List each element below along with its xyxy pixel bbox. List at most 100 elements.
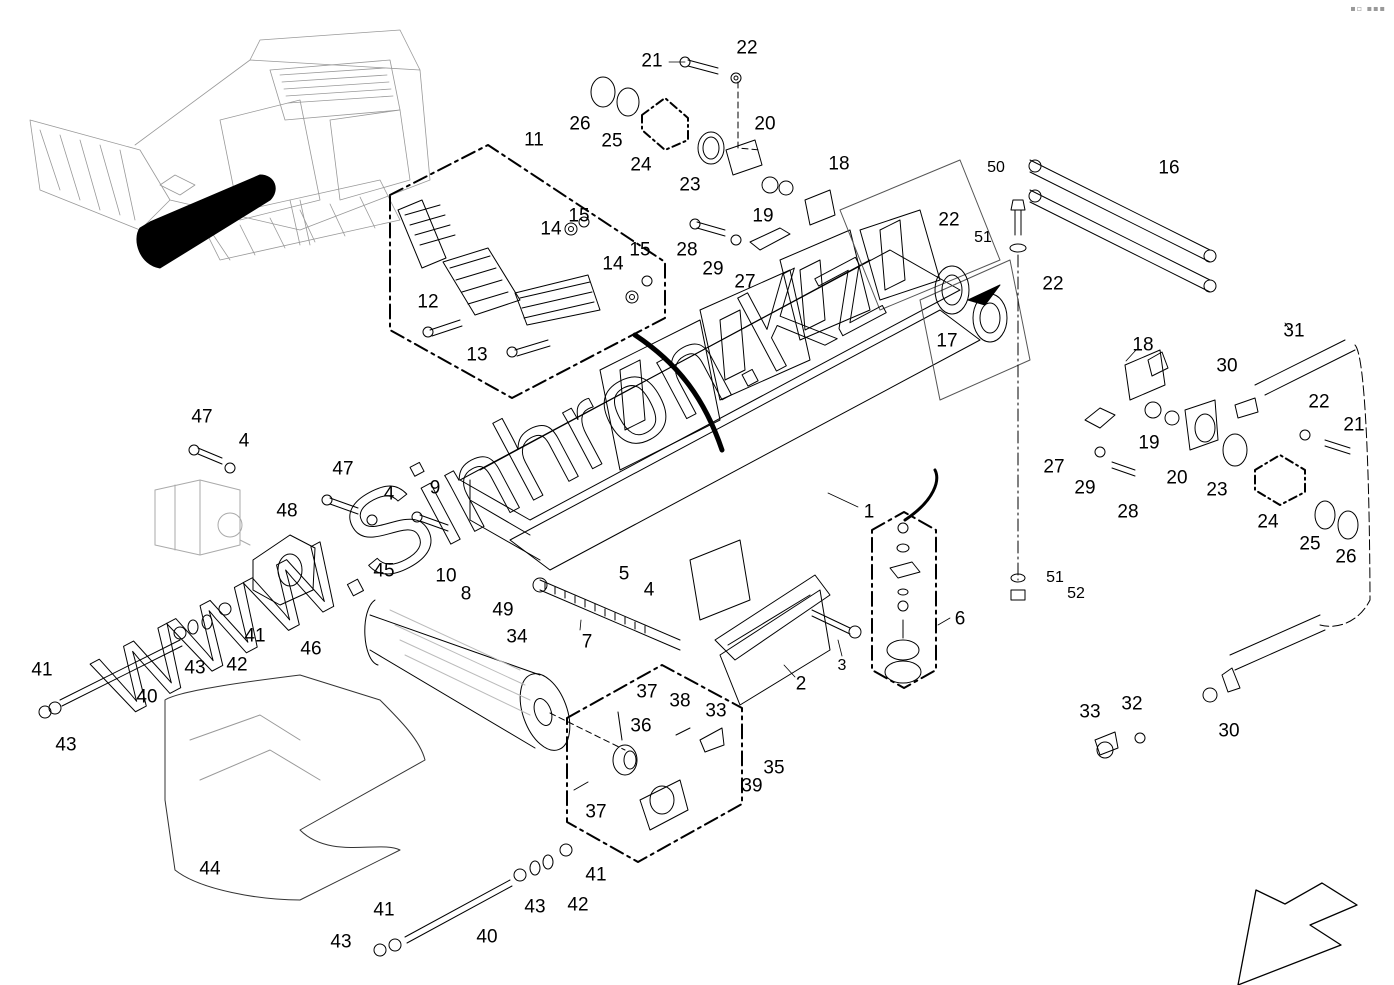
callout-32[interactable]: 32 [1121,693,1143,715]
callout-31[interactable]: 31 [1283,320,1305,342]
callout-17[interactable]: 17 [936,330,958,352]
callout-22[interactable]: 22 [1042,273,1064,295]
tension-rod-left [38,602,232,719]
callout-43[interactable]: 43 [184,657,206,679]
callout-23[interactable]: 23 [679,174,701,196]
group-11-boundary [389,144,666,399]
callout-18[interactable]: 18 [828,153,850,175]
callout-51[interactable]: 51 [974,229,992,246]
callout-19[interactable]: 19 [752,205,774,227]
callout-25[interactable]: 25 [1299,533,1321,555]
callout-15[interactable]: 15 [568,205,590,227]
callout-38[interactable]: 38 [669,690,691,712]
callout-21[interactable]: 21 [1343,414,1365,436]
group-6-boundary [871,511,937,689]
callout-49[interactable]: 49 [492,599,514,621]
callout-10[interactable]: 10 [435,565,457,587]
callout-3[interactable]: 3 [837,657,847,674]
callout-43[interactable]: 43 [330,931,352,953]
slide-plate [714,574,862,706]
callout-20[interactable]: 20 [754,113,776,135]
callout-18[interactable]: 18 [1132,334,1154,356]
callout-26[interactable]: 26 [1335,546,1357,568]
callout-8[interactable]: 8 [460,583,472,605]
callout-2[interactable]: 2 [795,673,807,695]
callout-30[interactable]: 30 [1218,720,1240,742]
callout-22[interactable]: 22 [938,209,960,231]
right-bearing-assembly [1084,349,1359,540]
callout-34[interactable]: 34 [506,626,528,648]
callout-15[interactable]: 15 [629,239,651,261]
callout-36[interactable]: 36 [630,715,652,737]
callout-9[interactable]: 9 [429,477,441,499]
callout-5[interactable]: 5 [618,563,630,585]
callout-1[interactable]: 1 [863,501,875,523]
callout-22[interactable]: 22 [736,37,758,59]
tension-screw [532,577,681,651]
callout-14[interactable]: 14 [602,253,624,275]
callout-13[interactable]: 13 [466,344,488,366]
callout-14[interactable]: 14 [540,218,562,240]
callout-47[interactable]: 47 [332,458,354,480]
callout-27[interactable]: 27 [1043,456,1065,478]
callout-39[interactable]: 39 [741,775,763,797]
callout-24[interactable]: 24 [630,154,652,176]
callout-41[interactable]: 41 [585,864,607,886]
drum-roller [364,599,571,751]
bolt-50 [1009,199,1027,601]
callout-33[interactable]: 33 [705,700,727,722]
callout-29[interactable]: 29 [1074,477,1096,499]
callout-41[interactable]: 41 [31,659,53,681]
drive-roller-16 [1028,159,1217,293]
callout-28[interactable]: 28 [676,239,698,261]
callout-40[interactable]: 40 [476,926,498,948]
callout-41[interactable]: 41 [244,625,266,647]
callout-23[interactable]: 23 [1206,479,1228,501]
callout-43[interactable]: 43 [55,734,77,756]
callout-47[interactable]: 47 [191,406,213,428]
callout-37[interactable]: 37 [585,801,607,823]
callout-12[interactable]: 12 [417,291,439,313]
orientation-arrow [1237,882,1358,985]
hose-31 [1094,339,1371,759]
machine-overview-thumbnail [29,29,431,261]
idler-rollers [397,199,601,326]
callout-42[interactable]: 42 [567,894,589,916]
callout-21[interactable]: 21 [641,50,663,72]
callout-33[interactable]: 33 [1079,701,1101,723]
callout-51[interactable]: 51 [1046,569,1064,586]
callout-4[interactable]: 4 [238,430,250,452]
callout-37[interactable]: 37 [636,681,658,703]
callout-25[interactable]: 25 [601,130,623,152]
callout-48[interactable]: 48 [276,500,298,522]
callout-46[interactable]: 46 [300,638,322,660]
callout-28[interactable]: 28 [1117,501,1139,523]
callout-50[interactable]: 50 [987,159,1005,176]
callout-7[interactable]: 7 [581,631,593,653]
callout-11[interactable]: 11 [524,129,544,151]
callout-35[interactable]: 35 [763,757,785,779]
leader-lines [579,61,1291,678]
callout-29[interactable]: 29 [702,258,724,280]
callout-4[interactable]: 4 [643,579,655,601]
rubber-mount [884,522,922,684]
callout-6[interactable]: 6 [954,608,966,630]
callout-42[interactable]: 42 [226,654,248,676]
corner-mark: ▪▫ ▪▪▪ [1350,4,1386,13]
callout-19[interactable]: 19 [1138,432,1160,454]
callout-22[interactable]: 22 [1308,391,1330,413]
callout-40[interactable]: 40 [136,686,158,708]
callout-26[interactable]: 26 [569,113,591,135]
callout-43[interactable]: 43 [524,896,546,918]
callout-52[interactable]: 52 [1067,585,1085,602]
callout-45[interactable]: 45 [373,560,395,582]
callout-24[interactable]: 24 [1257,511,1279,533]
callout-20[interactable]: 20 [1166,467,1188,489]
callout-16[interactable]: 16 [1158,157,1180,179]
callout-41[interactable]: 41 [373,899,395,921]
bearing-housing [188,444,449,606]
callout-44[interactable]: 44 [199,858,221,880]
callout-27[interactable]: 27 [734,271,756,293]
callout-30[interactable]: 30 [1216,355,1238,377]
callout-4[interactable]: 4 [383,483,395,505]
